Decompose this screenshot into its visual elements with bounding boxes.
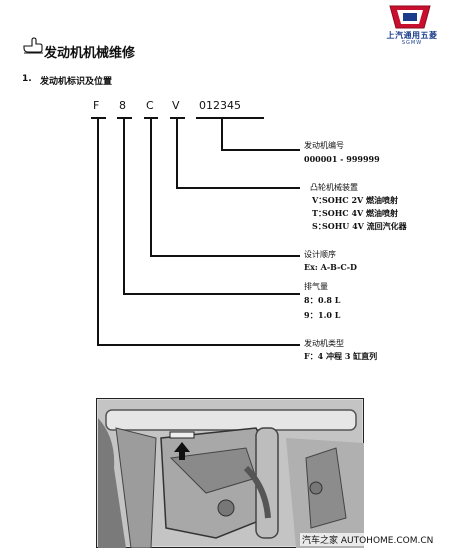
code-char-camshaft: V <box>172 99 180 112</box>
logo-name-cn: 上汽通用五菱 <box>386 31 438 40</box>
logo-name-en: SGMW <box>401 40 423 46</box>
code-char-design: C <box>146 99 154 112</box>
serial-label: 发动机编号 <box>304 141 344 150</box>
watermark: 汽车之家 AUTOHOME.COM.CN <box>300 533 436 546</box>
design-value: Ex: A-B-C-D <box>304 262 357 272</box>
engine-location-photo <box>95 397 365 549</box>
camshaft-value-s: SOHU 4V 流回汽化器 <box>322 221 407 231</box>
sgmw-logo <box>384 2 436 46</box>
displacement-key-9: 9： <box>304 310 318 320</box>
camshaft-key-t: T： <box>312 208 326 218</box>
engine-type-value: F：4 冲程 3 缸直列 <box>304 351 378 361</box>
displacement-key-8: 8： <box>304 295 318 305</box>
engine-type-label: 发动机类型 <box>304 339 344 348</box>
section-number: 1. <box>22 74 32 84</box>
camshaft-value-t: SOHC 4V 燃油喷射 <box>322 208 399 218</box>
code-char-displacement: 8 <box>119 99 126 112</box>
serial-range: 000001 - 999999 <box>304 154 380 164</box>
displacement-value-9: 1.0 L <box>318 310 341 320</box>
camshaft-value-v: SOHC 2V 燃油喷射 <box>322 195 399 205</box>
camshaft-key-s: S： <box>312 221 326 231</box>
page-title: 发动机机械维修 <box>44 46 136 61</box>
pointing-hand-icon <box>22 34 44 54</box>
section-title: 发动机标识及位置 <box>40 77 113 87</box>
design-label: 设计顺序 <box>304 250 336 259</box>
displacement-value-8: 0.8 L <box>318 295 341 305</box>
code-char-engine-type: F <box>93 99 100 112</box>
camshaft-label: 凸轮机械装置 <box>310 183 358 192</box>
code-serial: 012345 <box>199 99 241 112</box>
camshaft-key-v: V： <box>312 195 327 205</box>
displacement-label: 排气量 <box>304 282 328 291</box>
